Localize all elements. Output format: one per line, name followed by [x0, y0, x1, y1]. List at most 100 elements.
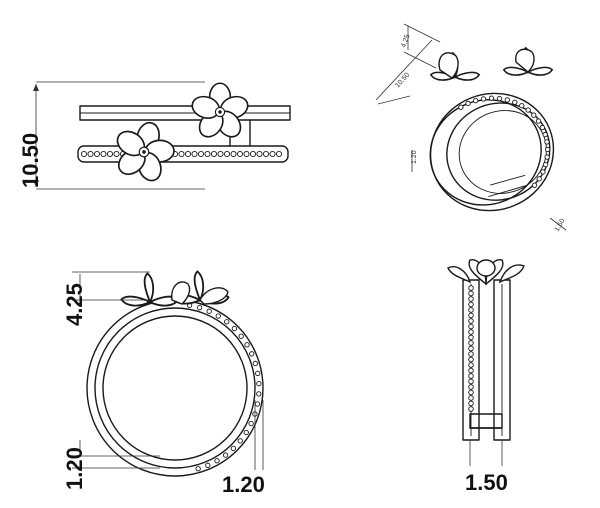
pave-stone — [243, 150, 250, 158]
front-height-dimension: 10.50 — [18, 133, 43, 188]
pave-stone — [205, 462, 211, 468]
pave-stone — [243, 429, 249, 436]
pave-stone — [214, 458, 220, 464]
pave-stone — [254, 401, 261, 407]
pave-stone — [544, 154, 550, 160]
iso-side-dimension-b: 1.50 — [554, 218, 567, 233]
pave-stone — [206, 308, 212, 314]
pave-stone — [87, 150, 94, 158]
pave-stone — [468, 367, 474, 374]
pave-stone — [544, 139, 550, 145]
iso-view — [429, 92, 555, 212]
pave-stone — [480, 96, 487, 102]
pave-stone — [231, 325, 238, 332]
pave-stone — [195, 466, 201, 472]
pave-stone — [488, 95, 495, 101]
iso-height-dimension: 10.50 — [394, 72, 411, 90]
pave-stone — [468, 389, 474, 396]
pave-stone — [262, 150, 270, 158]
pave-stone — [468, 406, 474, 412]
pave-stone — [468, 323, 474, 330]
iso-flowers — [430, 47, 553, 81]
pave-stone — [224, 319, 230, 325]
pave-stone — [496, 95, 503, 102]
iso-dimensions: 4.25 10.50 1.20 1.50 — [375, 23, 567, 233]
end-pave-stones — [186, 302, 262, 472]
pave-stone — [249, 150, 257, 158]
pave-stone — [80, 150, 88, 158]
end-inner-ring — [102, 315, 248, 461]
pave-stone — [244, 342, 250, 348]
pave-stone — [540, 169, 546, 175]
pave-stone — [468, 384, 474, 390]
end-view: 4.25 1.20 1.20 — [62, 270, 265, 497]
pave-stone — [252, 360, 258, 367]
pave-stone — [238, 333, 244, 339]
pave-stone — [468, 285, 474, 291]
pave-stone — [269, 150, 276, 158]
end-outer-ring — [86, 299, 264, 477]
side-view: 1.50 — [447, 259, 525, 495]
pave-stone — [197, 150, 205, 158]
pave-stone — [535, 118, 542, 124]
pave-stone — [468, 318, 474, 324]
pave-stone — [468, 334, 474, 341]
pave-stone — [536, 176, 542, 182]
pave-stone — [468, 307, 474, 313]
pave-stone — [256, 150, 263, 158]
pave-stone — [504, 97, 510, 103]
pave-stone — [222, 452, 229, 458]
pave-stone — [468, 301, 474, 308]
front-view: 10.50 — [18, 81, 291, 191]
pave-stone — [275, 150, 283, 158]
pave-stone — [230, 150, 237, 158]
pave-stone — [468, 290, 474, 297]
pave-stone — [230, 445, 237, 452]
flower-right — [188, 82, 252, 143]
iso-pave-stones — [458, 95, 551, 188]
pave-stone — [542, 131, 548, 138]
pave-stone — [196, 305, 203, 311]
pave-stone — [544, 146, 551, 153]
pave-stone — [542, 161, 549, 168]
pave-stone — [184, 150, 192, 158]
pave-stone — [210, 150, 218, 158]
pave-stone — [531, 182, 538, 188]
pave-stone — [106, 150, 114, 158]
end-band-dimension: 1.20 — [222, 472, 265, 497]
pave-stone — [468, 312, 474, 319]
pave-stone — [256, 391, 262, 397]
pave-stone — [468, 329, 474, 335]
pave-stone — [215, 313, 221, 319]
pave-stone — [217, 150, 224, 158]
pave-stone — [204, 150, 211, 158]
pave-stone — [93, 150, 101, 158]
pave-band — [77, 145, 289, 163]
iso-flower-dimension: 4.25 — [400, 33, 411, 48]
pave-stone — [468, 356, 474, 363]
pave-stone — [539, 124, 546, 131]
pave-stone — [468, 395, 474, 401]
pave-stone — [512, 99, 518, 105]
pave-stone — [178, 150, 185, 158]
end-bottom-dimension: 1.20 — [62, 447, 87, 490]
pave-stone — [468, 340, 474, 346]
pave-stone — [468, 373, 474, 379]
pave-stone — [468, 345, 474, 352]
pave-stone — [248, 420, 254, 427]
pave-stones — [80, 150, 283, 158]
pave-stone — [531, 112, 537, 118]
pave-stone — [468, 296, 474, 302]
side-pave-stones — [468, 285, 474, 412]
pave-stone — [113, 150, 120, 158]
pave-stone — [468, 362, 474, 368]
pave-stone — [249, 351, 255, 357]
pave-stone — [525, 107, 531, 113]
side-width-dimension: 1.50 — [465, 470, 508, 495]
pave-stone — [468, 400, 474, 407]
pave-stone — [255, 370, 261, 377]
iso-side-dimension-a: 1.20 — [411, 150, 418, 164]
pave-stone — [100, 150, 107, 158]
pave-stone — [519, 103, 525, 109]
